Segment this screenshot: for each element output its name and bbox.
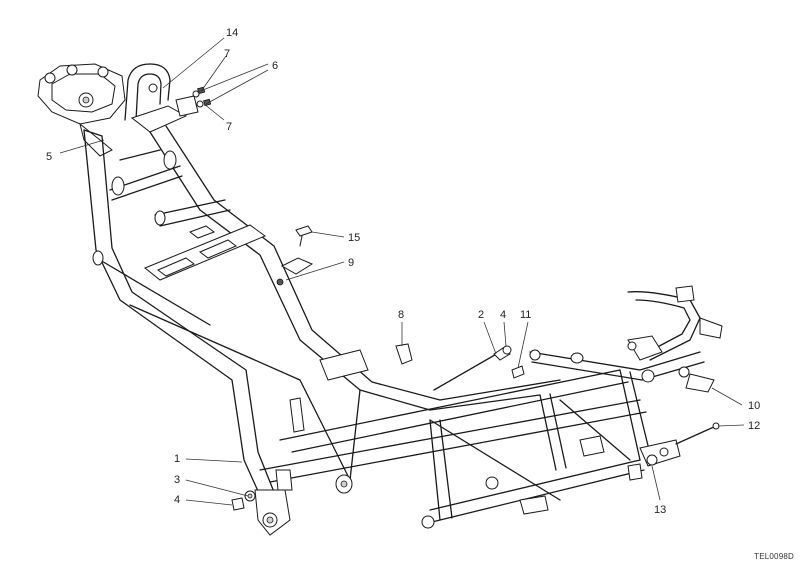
upper-loop-bracket — [124, 63, 188, 133]
leader-lines — [59, 37, 745, 506]
callout-11: 11 — [520, 309, 531, 321]
right-main-spar — [149, 125, 441, 411]
callout-9: 9 — [348, 257, 354, 269]
callout-10: 10 — [748, 400, 760, 412]
callout-labels: 14 7 6 7 5 15 9 8 2 4 11 10 12 13 1 3 4 — [46, 27, 760, 516]
callout-14: 14 — [226, 27, 238, 39]
callout-1: 1 — [174, 453, 180, 465]
tail-bracket — [529, 285, 723, 393]
callout-7-top: 7 — [224, 48, 230, 60]
callout-5: 5 — [46, 151, 52, 163]
callout-6: 6 — [272, 60, 278, 72]
callout-3: 3 — [174, 474, 180, 486]
callout-15: 15 — [348, 232, 360, 244]
callout-13: 13 — [654, 504, 666, 516]
callout-4-lower: 4 — [174, 494, 180, 506]
rear-trellis — [289, 349, 653, 529]
diagram-reference-code: TEL0098D — [754, 552, 794, 561]
callout-2: 2 — [478, 309, 484, 321]
lower-cross-members — [92, 250, 647, 483]
center-tray-plate — [144, 199, 267, 281]
callout-7-bottom: 7 — [226, 121, 232, 133]
callout-4-upper: 4 — [500, 309, 506, 321]
head-cross-tubes — [109, 149, 183, 201]
lower-rear-bracket — [627, 439, 681, 481]
callout-8: 8 — [398, 309, 404, 321]
steering-head-plate — [37, 63, 126, 157]
pivot-lug — [254, 469, 293, 536]
callout-12: 12 — [748, 420, 760, 432]
motorcycle-frame — [37, 63, 723, 536]
hardware — [175, 86, 720, 511]
